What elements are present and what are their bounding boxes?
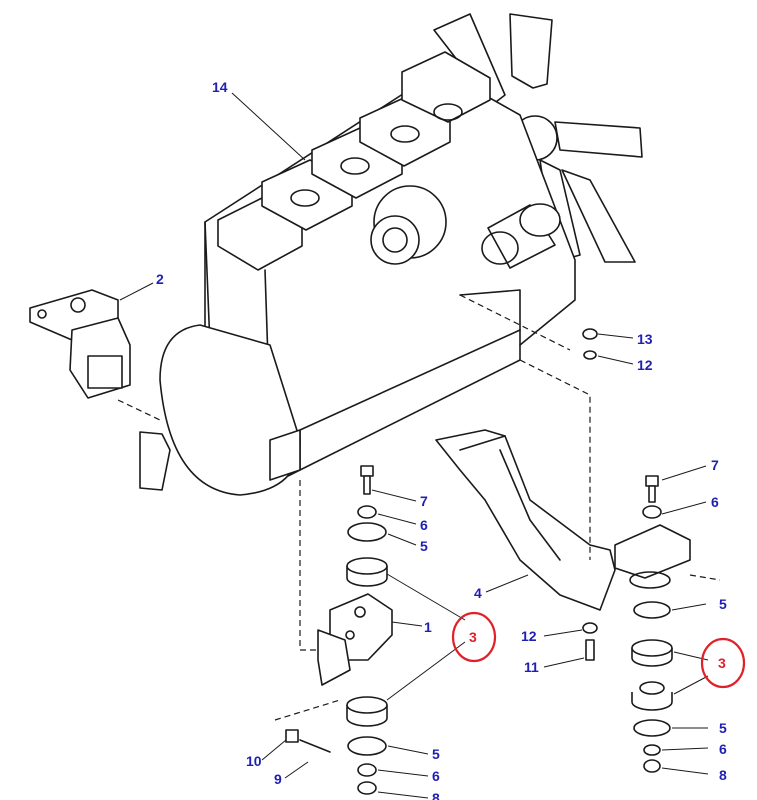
callout-6: 6 <box>420 517 428 533</box>
rear-bracket <box>29 289 171 491</box>
callout-2: 2 <box>156 271 164 287</box>
engine-block <box>159 51 576 496</box>
hardware-left-stack <box>285 465 388 795</box>
callout-6: 6 <box>432 768 440 784</box>
assembly-guide-lines <box>117 294 721 721</box>
callout-10: 10 <box>246 753 262 769</box>
callout-5: 5 <box>719 720 727 736</box>
callout-9: 9 <box>274 771 282 787</box>
callout-6: 6 <box>719 741 727 757</box>
callout-11: 11 <box>524 659 539 675</box>
front-support-bracket <box>435 429 691 611</box>
callout-5: 5 <box>719 596 727 612</box>
callout-7: 7 <box>420 493 428 509</box>
callout-7: 7 <box>711 457 719 473</box>
callout-3: 3 <box>469 629 477 645</box>
callout-labels: 14 2 13 12 7 6 5 7 6 4 1 3 5 12 11 3 5 1… <box>156 79 727 800</box>
callout-14: 14 <box>212 79 228 95</box>
callout-12: 12 <box>637 357 653 373</box>
callout-8: 8 <box>432 790 440 800</box>
leader-lines <box>119 92 709 799</box>
hardware-right-stack <box>582 328 673 773</box>
callout-8: 8 <box>719 767 727 783</box>
callout-6: 6 <box>711 494 719 510</box>
callout-3: 3 <box>718 655 726 671</box>
callout-5: 5 <box>420 538 428 554</box>
callout-12: 12 <box>521 628 537 644</box>
callout-5: 5 <box>432 746 440 762</box>
highlight-circles <box>451 611 746 689</box>
callout-1: 1 <box>424 619 432 635</box>
left-mount-bracket <box>317 593 393 686</box>
callout-13: 13 <box>637 331 653 347</box>
callout-4: 4 <box>474 585 482 601</box>
